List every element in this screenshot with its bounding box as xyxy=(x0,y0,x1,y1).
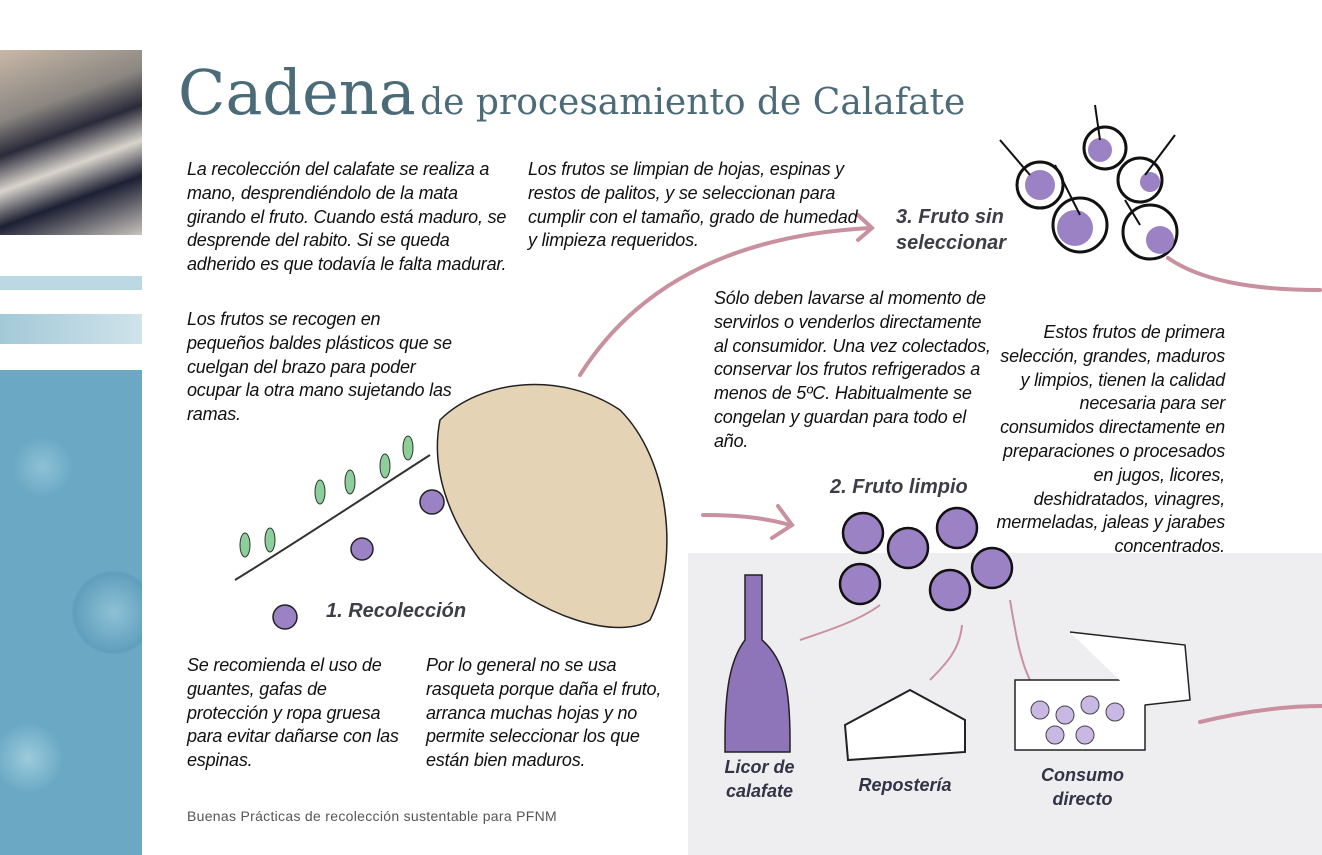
text-buckets: Los frutos se recogen en pequeños baldes… xyxy=(187,309,452,425)
decor-bar xyxy=(0,276,142,290)
cake-slice-icon xyxy=(843,688,966,762)
caption-licor-line1: Licor de xyxy=(724,757,795,777)
arrow-from-right xyxy=(1166,256,1322,292)
caption-licor-line2: calafate xyxy=(725,781,794,801)
caption-consumo: Consumo directo xyxy=(1030,763,1135,811)
caption-licor: Licor de calafate xyxy=(712,755,807,803)
decor-bar xyxy=(0,314,142,344)
text-gloves: Se recomienda el uso de guantes, gafas d… xyxy=(187,655,399,771)
page-title: Cadena de procesamiento de Calafate xyxy=(178,56,965,129)
caption-consumo-line2: directo xyxy=(1052,789,1113,809)
step-1-label: 1. Recolección xyxy=(326,600,467,622)
footer-text: Buenas Prácticas de recolección sustenta… xyxy=(187,808,557,824)
step-2-label: 2. Fruto limpio xyxy=(830,476,968,498)
text-first-selection: Estos frutos de primera selección, grand… xyxy=(996,322,1225,557)
text-cleaning: Los frutos se limpian de hojas, espinas … xyxy=(528,159,858,251)
caption-consumo-line1: Consumo xyxy=(1041,765,1124,785)
step-3-line2: seleccionar xyxy=(896,232,1007,254)
arrow-to-step3 xyxy=(578,226,872,377)
step-3-line1: 3. Fruto sin xyxy=(896,206,1004,228)
text-scraper: Por lo general no se usa rasqueta porque… xyxy=(426,655,662,771)
arrow-bottom-right xyxy=(1198,704,1322,724)
products-panel xyxy=(688,553,1322,855)
bottle-icon xyxy=(724,574,791,753)
caption-reposteria: Repostería xyxy=(858,775,952,795)
step-3-label: 3. Fruto sin seleccionar xyxy=(896,204,1006,256)
decor-bokeh xyxy=(0,370,142,855)
title-sub: de procesamiento de Calafate xyxy=(420,82,966,123)
arrow-to-step2 xyxy=(701,513,792,527)
title-main: Cadena xyxy=(178,56,416,129)
text-washing: Sólo deben lavarse al momento de servirl… xyxy=(714,288,991,451)
photo-jam-jar xyxy=(0,50,142,235)
text-harvest: La recolección del calafate se realiza a… xyxy=(187,159,507,275)
hand-drawing xyxy=(436,383,668,629)
